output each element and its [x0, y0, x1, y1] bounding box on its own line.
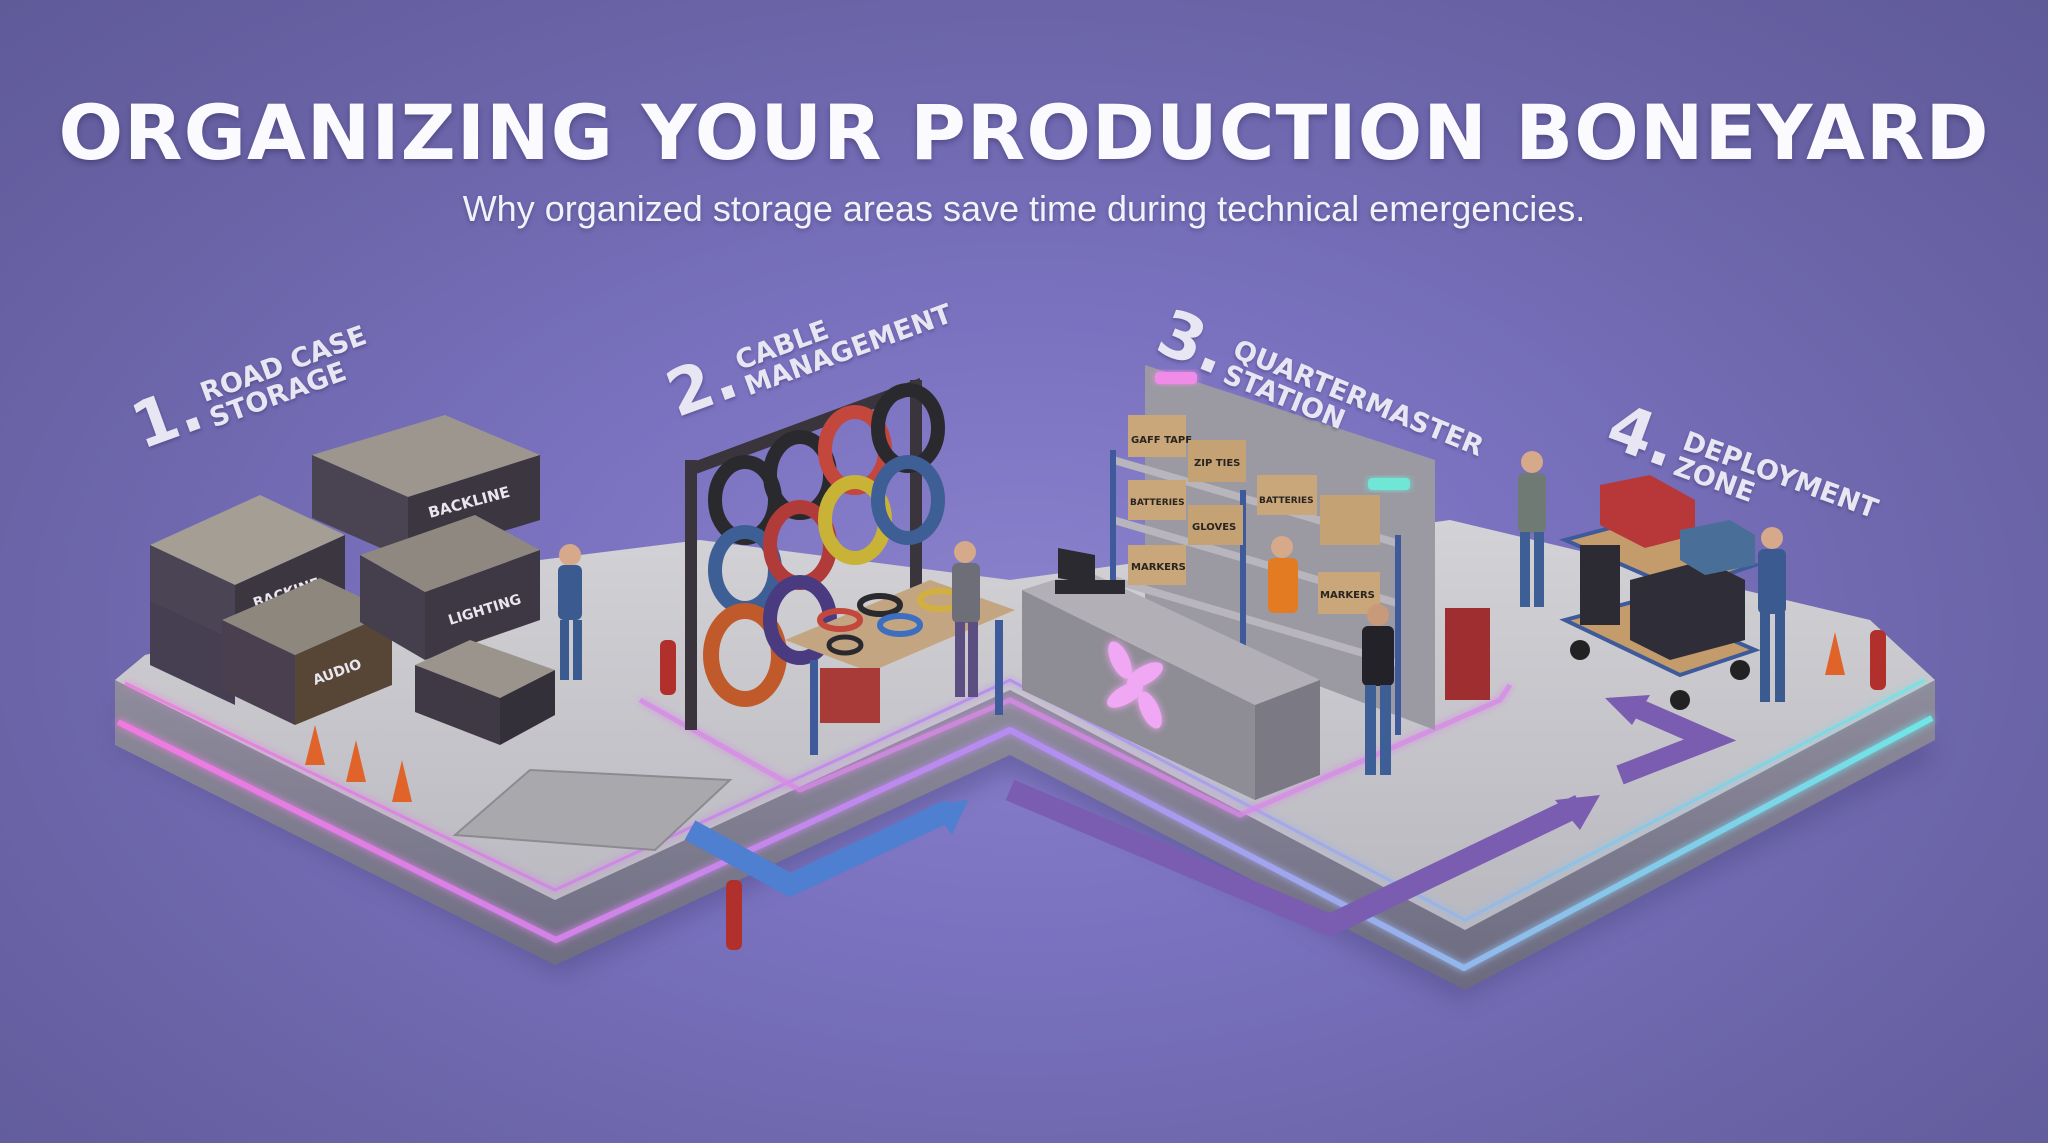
- page-title: ORGANIZING YOUR PRODUCTION BONEYARD: [58, 88, 1990, 177]
- blue-arrow: [684, 800, 968, 898]
- fire-extinguishers: [660, 630, 1886, 950]
- laptop-icon: [1058, 548, 1095, 585]
- red-toolbox-icon: [1600, 475, 1695, 548]
- worker-cart-left: [1518, 451, 1546, 607]
- box-label-batteries-1: BATTERIES: [1130, 498, 1185, 508]
- platform-side: [115, 680, 1935, 990]
- cable-rack: [685, 378, 945, 730]
- brand-logo-icon: [1107, 641, 1163, 729]
- return-arrow: [1605, 695, 1737, 785]
- box-label-gloves: GLOVES: [1192, 522, 1236, 533]
- worker-quartermaster: [1268, 536, 1298, 613]
- road-case-stack: BACKLINE BACKINE AUDIO LIGHTING: [150, 415, 555, 745]
- worker-hand-truck: [558, 544, 582, 680]
- platform-top-neon: [124, 678, 1926, 922]
- page-subtitle: Why organized storage areas save time du…: [462, 188, 1586, 229]
- worker-cart-right: [1758, 527, 1786, 702]
- workers: [558, 451, 1786, 775]
- platform-neon-strip: [116, 715, 1934, 972]
- box-label-gaff-tape: GAFF TAPE: [1131, 435, 1192, 446]
- box-label-markers-1: MARKERS: [1131, 562, 1186, 573]
- diamond-plate-ramp: [452, 768, 733, 852]
- quartermaster-counter: [1022, 548, 1320, 800]
- box-label-batteries-2: BATTERIES: [1259, 496, 1314, 506]
- purple-arrow: [1005, 779, 1600, 938]
- worker-customer: [1362, 604, 1394, 775]
- traffic-cones: [305, 632, 1845, 802]
- box-label-markers-2: MARKERS: [1320, 590, 1375, 601]
- tool-chest-red: [1445, 608, 1490, 700]
- box-label-zip-ties: ZIP TIES: [1194, 458, 1240, 469]
- worker-cable-bench: [952, 541, 980, 697]
- blue-toolbox-icon: [1680, 520, 1755, 575]
- deployment-cart: [1558, 475, 1761, 710]
- walkway-line-pink: [638, 683, 1513, 818]
